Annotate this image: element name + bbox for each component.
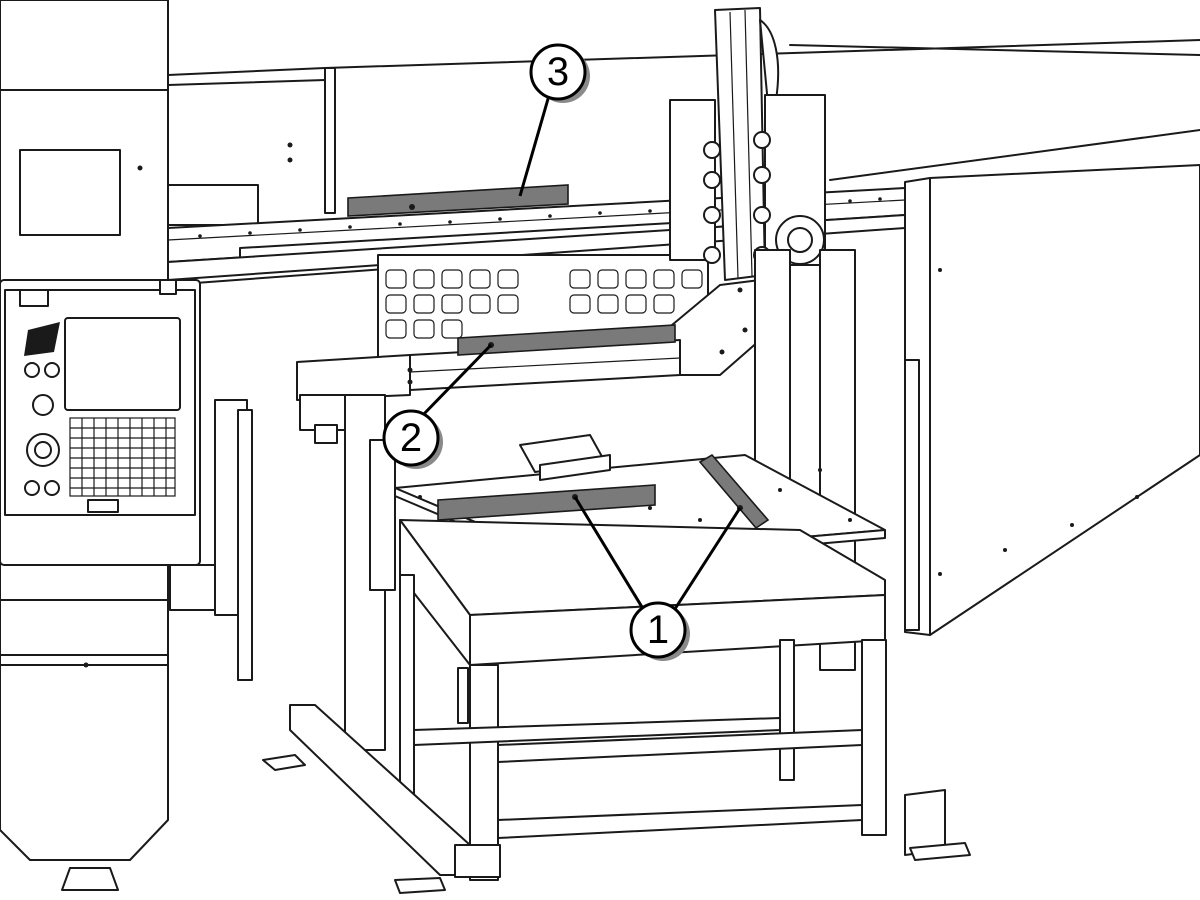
- leader-1a: [573, 496, 647, 613]
- callout-leaders: [418, 91, 742, 613]
- rear-enclosure: [167, 39, 1200, 226]
- table-level-side: [698, 453, 770, 530]
- callout-1-label: 1: [647, 608, 669, 652]
- side-guard-panel: [904, 164, 1200, 636]
- gantry-rail: [167, 184, 906, 286]
- arm-level: [457, 324, 676, 356]
- leader-2: [418, 343, 493, 420]
- callout-2: 2: [382, 409, 443, 469]
- callout-3: 3: [529, 43, 590, 103]
- rail-level: [347, 184, 569, 217]
- table-level-front: [437, 484, 656, 521]
- callout-1: 1: [629, 601, 690, 661]
- table-levels: [437, 453, 770, 530]
- gantry-column: [659, 7, 826, 376]
- control-pendant: [0, 279, 253, 681]
- loading-table: [262, 249, 971, 894]
- leader-3: [518, 91, 552, 197]
- leader-1b: [671, 507, 742, 613]
- callout-3-label: 3: [547, 50, 569, 94]
- callout-2-label: 2: [400, 416, 422, 460]
